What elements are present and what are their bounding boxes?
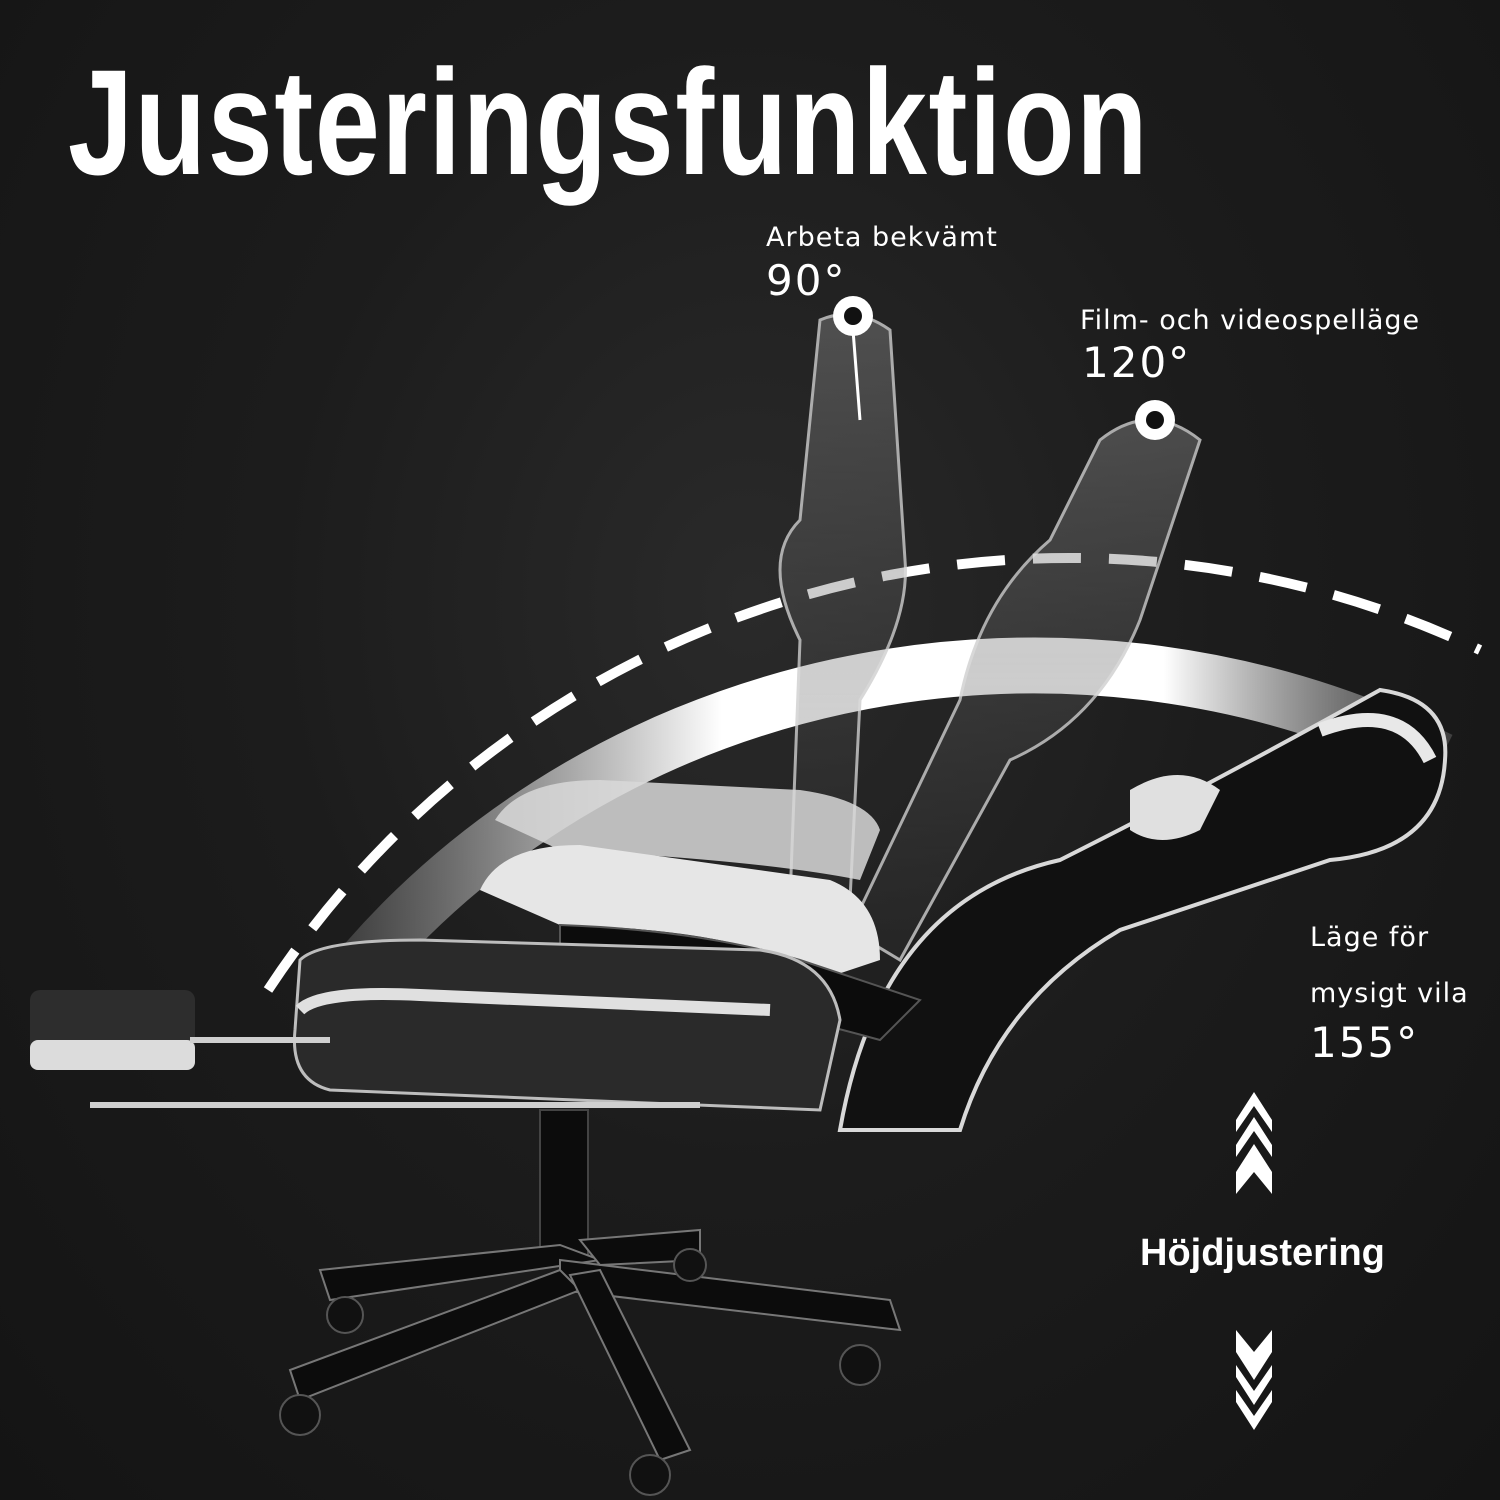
arrow-down-icon (1236, 1330, 1272, 1430)
arrow-up-icon (1236, 1092, 1272, 1194)
position-155-angle: 155° (1310, 1018, 1420, 1067)
seat (292, 938, 842, 1112)
position-120-angle: 120° (1082, 338, 1192, 387)
height-adjustment-label: Höjdjustering (1140, 1232, 1385, 1274)
position-155-label-line1: Läge för (1310, 922, 1430, 953)
position-120-label: Film- och videospelläge (1080, 305, 1421, 336)
backrest-155 (837, 687, 1448, 1132)
position-90-angle: 90° (766, 256, 847, 305)
page-title: Justeringsfunktion (68, 38, 1150, 206)
armrest-ghost (495, 780, 880, 880)
marker-120 (1135, 400, 1175, 440)
base (279, 1109, 902, 1496)
position-90-label: Arbeta bekvämt (766, 222, 998, 253)
marker-90 (833, 296, 873, 421)
position-155-label-line2: mysigt vila (1310, 978, 1469, 1009)
footrest (30, 990, 700, 1108)
